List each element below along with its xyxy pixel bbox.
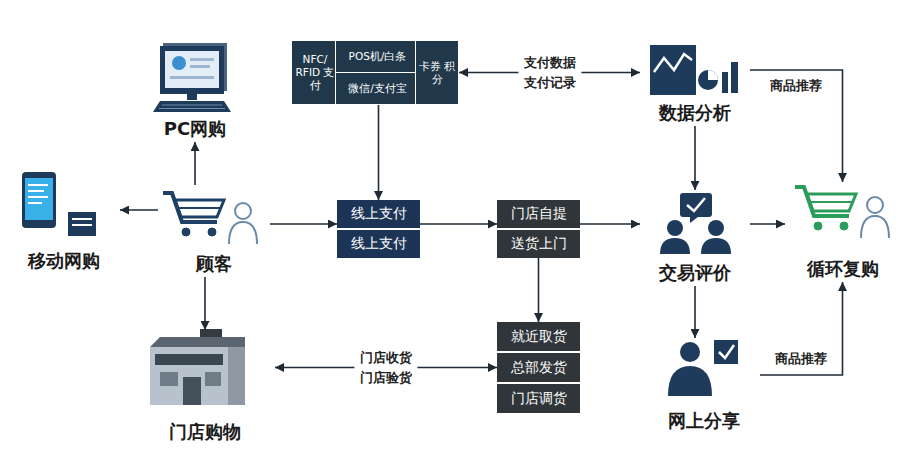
icon-node: 顾客 [158, 185, 270, 277]
node-text: 卡券 积分 [416, 60, 458, 86]
icon-node: 门店购物 [135, 330, 275, 445]
connector [580, 223, 640, 225]
connector [750, 70, 843, 182]
icon-node: 循环复购 [785, 182, 900, 282]
node-text: 送货上门 [511, 235, 567, 253]
connector [270, 223, 337, 225]
node-text: 线上支付 [351, 205, 407, 223]
node-text: 顾客 [196, 252, 232, 277]
node-text: 线上支付 [351, 235, 407, 253]
node-text: 门店调货 [511, 390, 567, 408]
connector [750, 223, 785, 225]
connector [120, 209, 158, 211]
connector [378, 105, 380, 200]
node-text: POS机/白条 [349, 50, 407, 63]
payment-cell: POS机/白条 [335, 40, 420, 73]
delivery-box: 总部发货 [497, 353, 580, 382]
icon-node: PC网购 [150, 40, 240, 142]
node-text: 就近取货 [511, 328, 567, 346]
node-text: NFC/ RFID 支付 [292, 53, 338, 92]
store-icon [150, 329, 245, 405]
edge-label: 门店收货 门店验货 [354, 348, 417, 388]
payment-cell: 卡券 积分 [415, 40, 459, 105]
payment-box: 线上支付 [337, 200, 420, 228]
connector [694, 286, 696, 338]
node-text: 总部发货 [511, 359, 567, 377]
repurchase-cart-icon [795, 187, 889, 238]
payment-cell: NFC/ RFID 支付 [291, 40, 339, 105]
share-icon [668, 340, 738, 396]
phone-icon [22, 172, 96, 236]
connector [194, 142, 196, 185]
icon-node: 网上分享 [648, 338, 760, 434]
delivery-box: 就近取货 [497, 322, 580, 351]
cart-icon [163, 193, 257, 244]
node-text: 移动网购 [28, 249, 100, 274]
node-text: 数据分析 [659, 101, 731, 126]
icon-node: 移动网购 [8, 168, 120, 274]
analysis-icon [650, 45, 738, 95]
node-text: PC网购 [164, 117, 226, 142]
node-text: 交易评价 [659, 261, 731, 286]
node-text: 网上分享 [668, 409, 740, 434]
connector [420, 223, 497, 225]
edge-label: 支付数据 支付记录 [518, 53, 581, 93]
icon-node: 数据分析 [640, 42, 750, 126]
connector [760, 282, 843, 375]
delivery-box: 门店调货 [497, 384, 580, 413]
connector [694, 126, 696, 190]
payment-cell: 微信/支付宝 [335, 72, 420, 105]
payment-box: 线上支付 [337, 230, 420, 258]
icon-node: 交易评价 [640, 190, 750, 286]
node-text: 微信/支付宝 [348, 82, 407, 95]
delivery-box: 送货上门 [497, 230, 580, 258]
connector [204, 277, 206, 330]
edge-label: 商品推荐 [772, 349, 830, 369]
node-text: 循环复购 [807, 257, 879, 282]
node-text: 门店自提 [511, 205, 567, 223]
node-text: 门店购物 [169, 420, 241, 445]
delivery-box: 门店自提 [497, 200, 580, 228]
connector [538, 258, 540, 322]
evaluation-icon [660, 193, 731, 254]
pc-icon [153, 43, 231, 112]
edge-label: 商品推荐 [767, 76, 825, 96]
